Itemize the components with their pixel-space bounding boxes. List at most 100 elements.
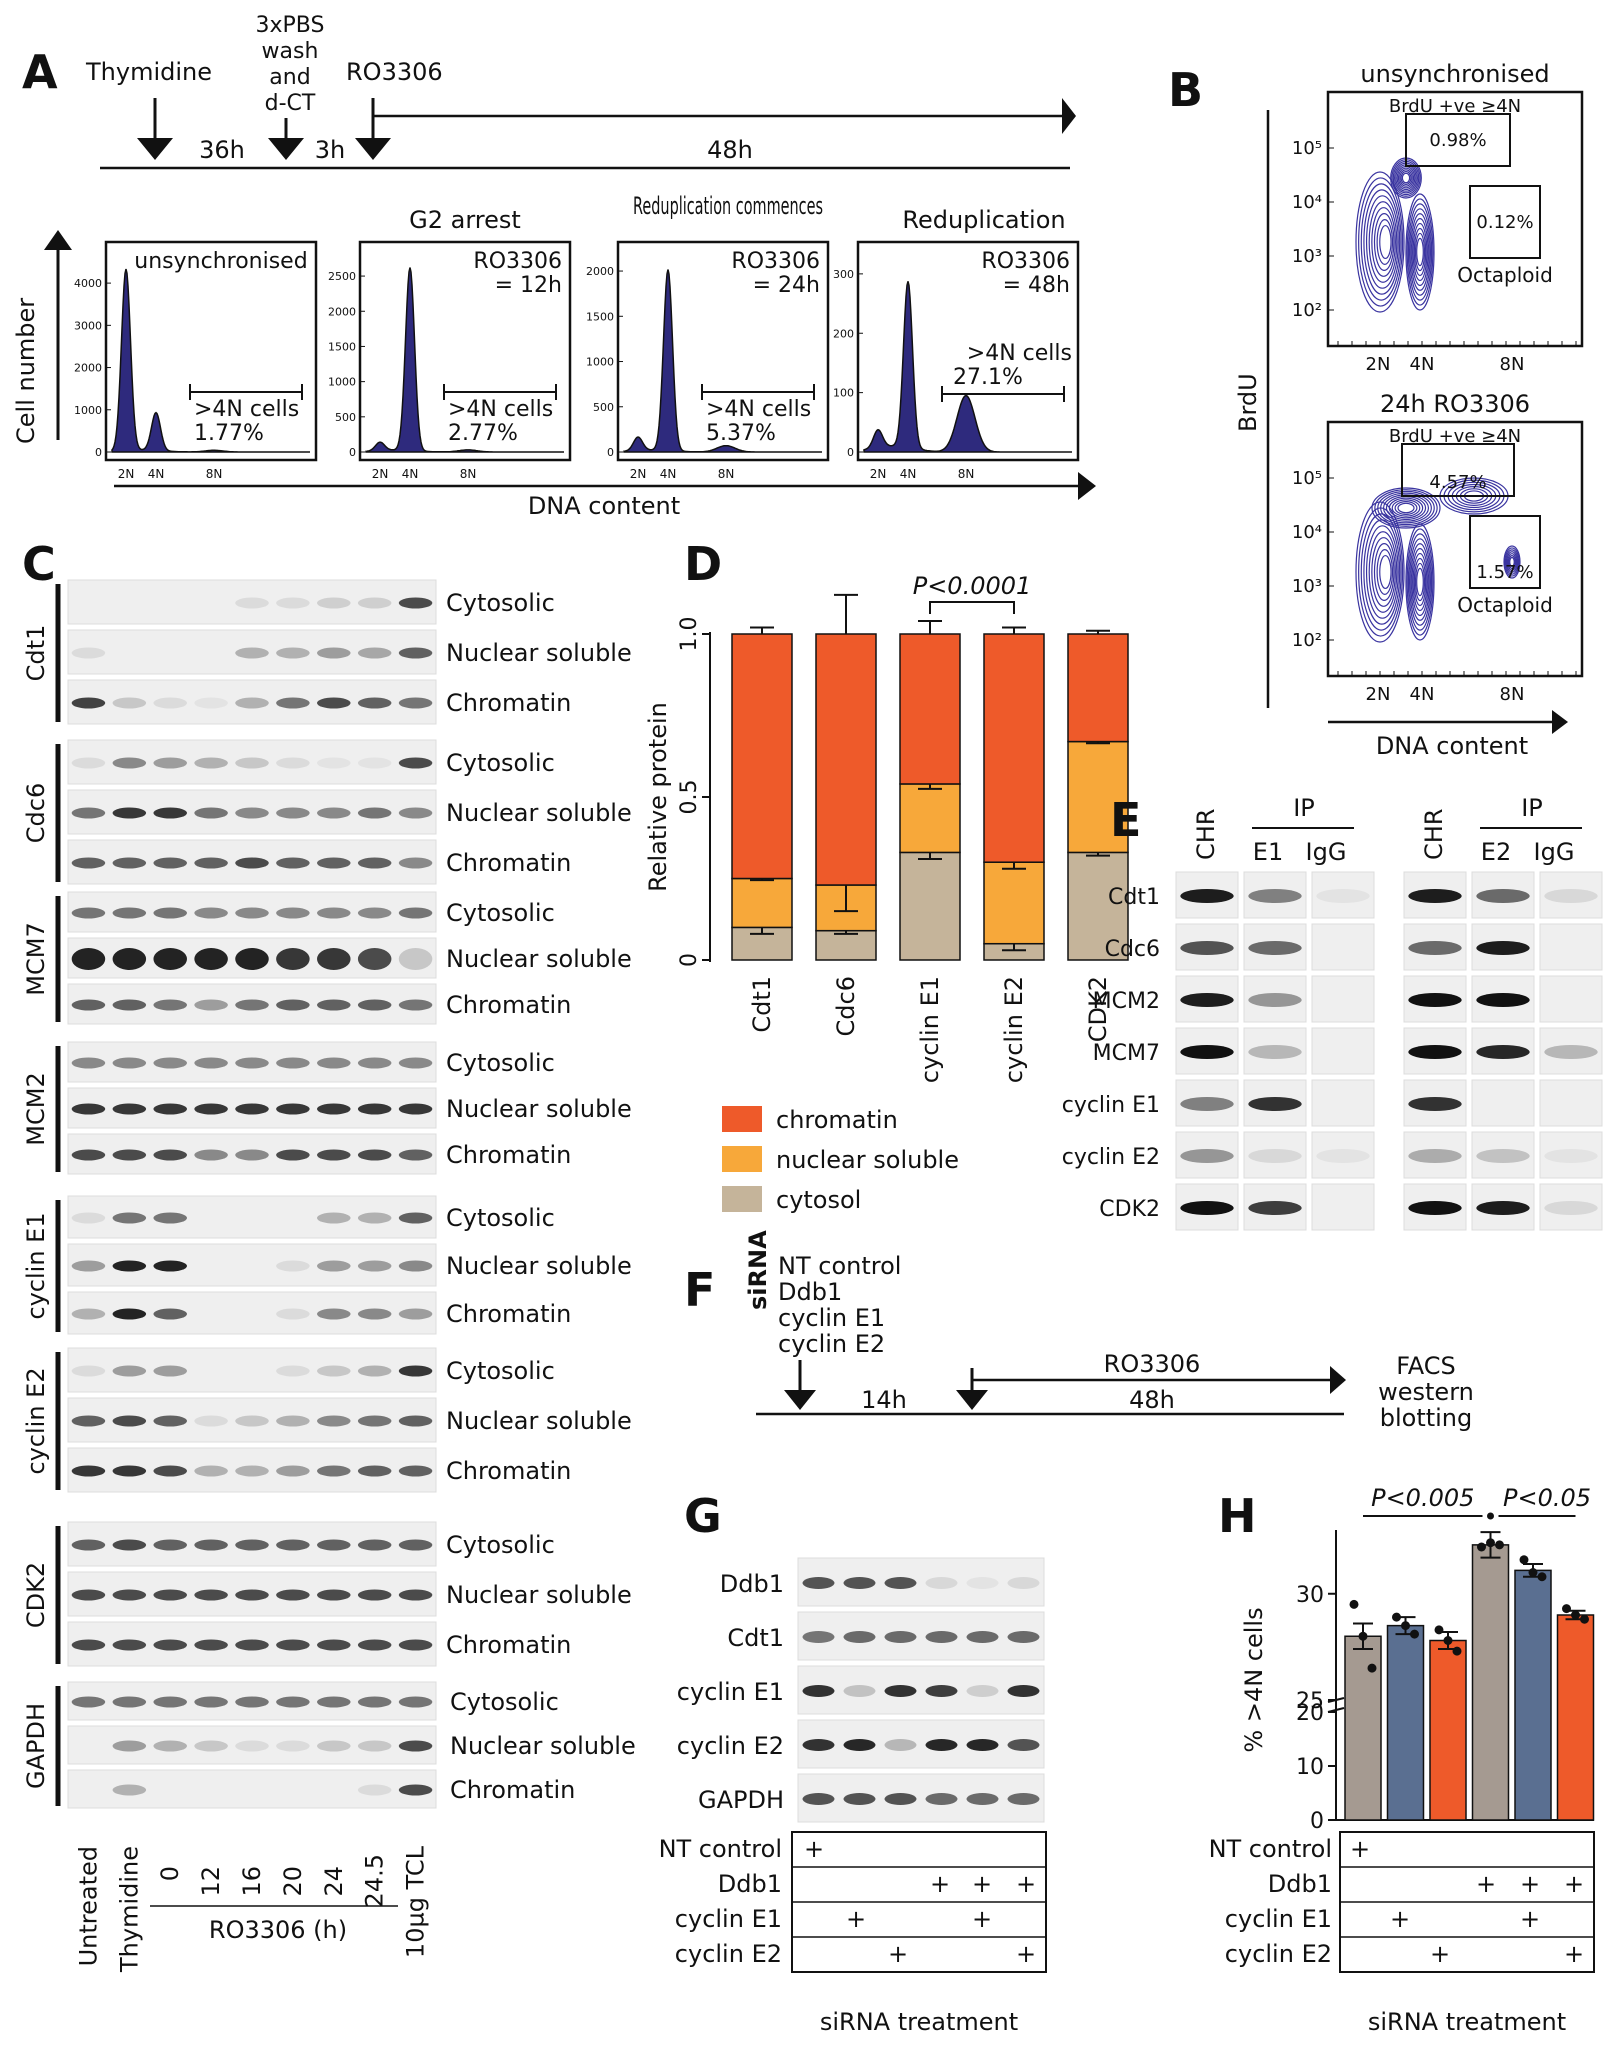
blot-band: [276, 1589, 310, 1601]
ip-strip: [1539, 871, 1603, 919]
facs-contour-8n: [1506, 551, 1518, 573]
facs-contour-4n: [1416, 237, 1424, 267]
chart-h-datapoint: [1495, 1540, 1504, 1550]
ip-strip: [1471, 1131, 1535, 1179]
blot-band: [357, 1103, 392, 1115]
thymidine-label: Thymidine: [85, 58, 212, 86]
chart-d-legend-label: cytosol: [776, 1186, 861, 1214]
treatment-table-h: NT control+Ddb1+++cyclin E1++cyclin E2++…: [1209, 1831, 1595, 2036]
g-band: [1007, 1577, 1040, 1589]
blot-band: [153, 1415, 187, 1427]
ip-band: [1476, 1201, 1530, 1215]
treatment-row-label: Ddb1: [1268, 1870, 1332, 1898]
ip-strip: [1311, 1079, 1375, 1127]
blot-band: [112, 1639, 147, 1651]
chart-d-annotation: P<0.0001: [913, 572, 1032, 600]
chart-d-bar-cytosol: [815, 929, 877, 961]
chart-h-ylabel: % >4N cells: [1240, 1607, 1268, 1752]
lane-label: 10µg TCL: [402, 1845, 430, 1958]
facs-contour-8n: [1507, 553, 1517, 571]
time-36h: 36h: [199, 136, 245, 164]
treatment-plus: +: [846, 1905, 866, 1933]
g-strip: [797, 1719, 1045, 1769]
lane-label: 12: [197, 1866, 225, 1897]
histogram-frame: [104, 240, 318, 462]
facs-contour-4n: [1408, 208, 1432, 296]
ip-strip: [1539, 1079, 1603, 1127]
time-3h: 3h: [315, 136, 345, 164]
blot-band: [235, 1057, 269, 1069]
panel-label-g: G: [684, 1489, 722, 1543]
ip-band: [1476, 1045, 1530, 1059]
ip-band: [1408, 1097, 1462, 1111]
treatment-plus: +: [1390, 1905, 1410, 1933]
histogram-frame: [358, 240, 572, 462]
gate-label: >4N cells: [706, 397, 811, 422]
g-band: [884, 1577, 917, 1589]
treatment-plus: +: [804, 1835, 824, 1863]
facs-contour-8n: [1509, 556, 1515, 568]
blot-fraction-label: Chromatin: [446, 1631, 571, 1659]
g-row-label: GAPDH: [698, 1786, 784, 1814]
facs-contour-2n: [1376, 219, 1394, 266]
chart-d-bar-chromatin: [815, 633, 877, 886]
blot-band: [71, 1260, 106, 1272]
facs-xtick: 2N: [1366, 354, 1391, 375]
ip-row-label: cyclin E2: [1062, 1145, 1160, 1170]
chart-d-legend-label: nuclear soluble: [776, 1146, 959, 1174]
blot-band: [357, 1639, 392, 1651]
blot-band: [398, 1784, 433, 1796]
chart-h-datapoint: [1486, 1538, 1495, 1548]
wash-line-4: d-CT: [265, 91, 316, 116]
blot-band: [357, 1260, 392, 1272]
facs-title: 24h RO3306: [1380, 390, 1530, 418]
g-band: [966, 1631, 999, 1643]
facs-ytick: 10²: [1292, 300, 1322, 321]
blot-band: [398, 1465, 433, 1477]
ip-band: [1248, 1097, 1302, 1111]
ip-strip: [1175, 1131, 1239, 1179]
time-48h-a: 48h: [707, 136, 753, 164]
facs-contour-2n: [1360, 513, 1402, 631]
blot-band: [357, 597, 392, 609]
blot-band: [71, 1308, 106, 1320]
lane-label: 24: [320, 1866, 348, 1897]
blot-band: [194, 1696, 228, 1708]
g-strip: [797, 1611, 1045, 1661]
chart-d-category-label: Cdt1: [748, 976, 776, 1033]
ip-band: [1180, 1045, 1234, 1059]
ip-row-label: CDK2: [1099, 1197, 1160, 1222]
chart-d-category-label: Cdc6: [832, 976, 860, 1036]
facs-xtick: 4N: [1410, 354, 1435, 375]
treatment-plus: +: [1350, 1835, 1370, 1863]
facs-xlabel: DNA content: [1376, 732, 1528, 760]
histogram-ytick-label: 1000: [328, 376, 356, 389]
blot-fraction-label: Chromatin: [446, 1457, 571, 1485]
chart-h-ytick-label: 30: [1296, 1583, 1324, 1608]
ip-band: [1180, 1149, 1234, 1163]
blot-band: [194, 757, 228, 769]
chart-h-datapoint: [1349, 1599, 1359, 1609]
blot-band: [398, 807, 433, 819]
blot-band: [317, 1260, 351, 1272]
blot-strip: [67, 1725, 437, 1765]
blot-strip: [67, 1347, 437, 1393]
blot-band: [235, 999, 269, 1011]
ip-row-label: Cdc6: [1105, 937, 1160, 962]
blot-band: [71, 1149, 106, 1161]
blot-band: [235, 1465, 269, 1477]
histogram-xtick-2N: 2N: [870, 467, 887, 481]
blot-band: [276, 1696, 310, 1708]
facs-contour-4n: [1410, 213, 1430, 291]
histogram-ytick-label: 1000: [74, 404, 102, 417]
blot-band: [276, 697, 310, 709]
blot-band: [398, 597, 433, 609]
blot-band: [235, 1103, 269, 1115]
blot-fraction-label: Nuclear soluble: [446, 1407, 632, 1435]
blot-band: [194, 1057, 228, 1069]
facs-contour-8n: [1505, 549, 1519, 575]
